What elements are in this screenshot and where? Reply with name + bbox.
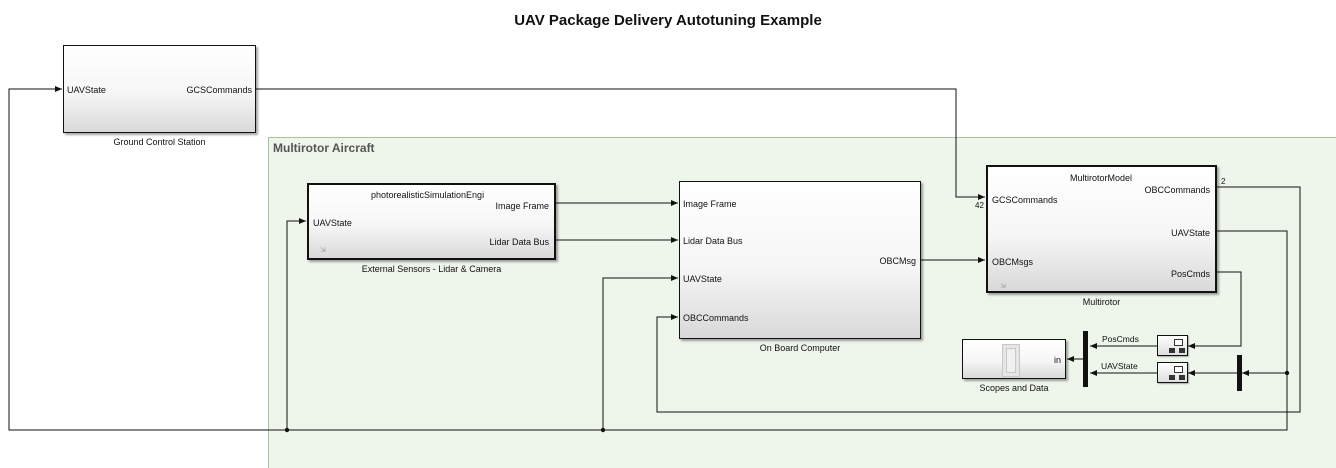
model-reference-icon: ⇲: [1000, 283, 1006, 290]
port-image-frame: Image Frame: [495, 201, 549, 211]
model-reference-icon: ⇲: [320, 247, 326, 254]
port-lidar-data-bus: Lidar Data Bus: [489, 237, 549, 247]
uavstate-selector-block[interactable]: [1157, 362, 1188, 383]
scopes-and-data-block[interactable]: in: [962, 339, 1066, 379]
scopes-and-data-label: Scopes and Data: [979, 383, 1049, 393]
port-gcscommands: GCSCommands: [186, 85, 252, 95]
signal-label-poscmds: PosCmds: [1102, 334, 1139, 344]
line-uavstate-to-sensors: [286, 218, 306, 430]
port-lidar-data-bus: Lidar Data Bus: [683, 236, 743, 246]
signal-width-42: 42: [975, 201, 984, 210]
signal-lines: [8, 86, 1301, 433]
diagram-title: UAV Package Delivery Autotuning Example: [514, 12, 822, 29]
port-uavstate: UAVState: [313, 218, 352, 228]
ground-control-station-block[interactable]: UAVState GCSCommands: [63, 45, 256, 133]
on-board-computer-label: On Board Computer: [759, 343, 841, 353]
port-obccommands: OBCCommands: [1144, 185, 1210, 195]
line-obccommands: [656, 186, 1301, 413]
junction-dot: [600, 427, 606, 433]
bus-creator[interactable]: [1083, 331, 1088, 387]
port-in: in: [1053, 355, 1061, 365]
port-uavstate: UAVState: [1171, 228, 1210, 238]
junction-dot: [284, 427, 290, 433]
multirotor-block[interactable]: MultirotorModel OBCCommands GCSCommands …: [986, 165, 1217, 293]
signal-label-uavstate: UAVState: [1101, 361, 1138, 371]
external-sensors-block[interactable]: photorealisticSimulationEngi Image Frame…: [307, 183, 556, 260]
scope-stack-icon: [1006, 348, 1016, 373]
model-name: photorealisticSimulationEngi: [371, 190, 485, 200]
line-gcscommands: [256, 88, 985, 200]
on-board-computer-block[interactable]: Image Frame Lidar Data Bus OBCMsg UAVSta…: [679, 181, 921, 339]
junction-dot: [1284, 370, 1290, 376]
port-uavstate: UAVState: [67, 85, 106, 95]
multirotor-label: Multirotor: [1082, 297, 1121, 307]
port-image-frame: Image Frame: [683, 199, 737, 209]
port-uavstate: UAVState: [683, 274, 722, 284]
model-name: MultirotorModel: [1070, 173, 1133, 183]
line-uavstate-to-gcs: [8, 86, 1288, 431]
area-label: Multirotor Aircraft: [273, 141, 375, 155]
poscmds-selector-block[interactable]: [1157, 335, 1188, 356]
port-obcmsgs: OBCMsgs: [992, 257, 1034, 267]
port-obcmsg: OBCMsg: [879, 256, 916, 266]
external-sensors-label: External Sensors - Lidar & Camera: [361, 264, 502, 274]
bus-selector[interactable]: [1237, 355, 1242, 391]
ground-control-station-label: Ground Control Station: [113, 137, 206, 147]
line-poscmds: [1188, 271, 1242, 349]
line-uavstate-out: [1217, 230, 1288, 373]
signal-width-2: 2: [1221, 177, 1226, 186]
port-gcscommands: GCSCommands: [992, 195, 1058, 205]
port-obccommands: OBCCommands: [683, 313, 749, 323]
port-poscmds: PosCmds: [1170, 269, 1210, 279]
line-uavstate-to-obc: [602, 275, 678, 430]
